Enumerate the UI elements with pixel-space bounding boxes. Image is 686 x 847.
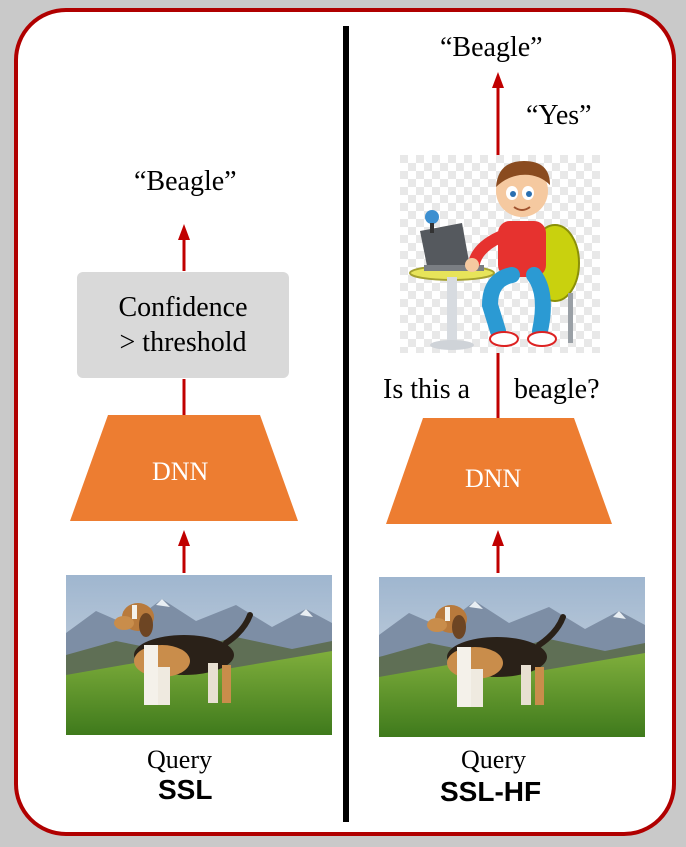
- query-label-left: Query: [147, 745, 212, 774]
- dnn-label-left: DNN: [152, 457, 209, 486]
- panel-divider: [343, 26, 349, 822]
- arrowhead-output-right: [492, 72, 504, 88]
- panel-title-ssl-hf: SSL-HF: [440, 776, 542, 807]
- dnn-block-left: [70, 415, 298, 521]
- arrowhead-query-left: [178, 530, 190, 546]
- confidence-line-1: Confidence: [118, 292, 248, 323]
- beagle-photo-right: [379, 577, 645, 737]
- question-label-part1: Is this a: [383, 374, 471, 405]
- panel-title-ssl: SSL: [158, 774, 213, 805]
- arrowhead-query-right: [492, 530, 504, 546]
- confidence-threshold-box: Confidence > threshold: [77, 272, 289, 378]
- dnn-block-right: [386, 418, 612, 524]
- output-label-right: “Beagle”: [440, 32, 543, 63]
- arrowhead-output-left: [178, 224, 190, 240]
- question-label-part2: beagle?: [514, 374, 600, 405]
- human-answer-label: “Yes”: [526, 100, 592, 131]
- dnn-label-right: DNN: [465, 464, 522, 493]
- query-label-right: Query: [461, 745, 526, 774]
- beagle-photo-left: [66, 575, 332, 735]
- output-label-left: “Beagle”: [134, 166, 237, 197]
- human-annotator-illustration: [400, 155, 600, 353]
- confidence-line-2: > threshold: [119, 327, 247, 358]
